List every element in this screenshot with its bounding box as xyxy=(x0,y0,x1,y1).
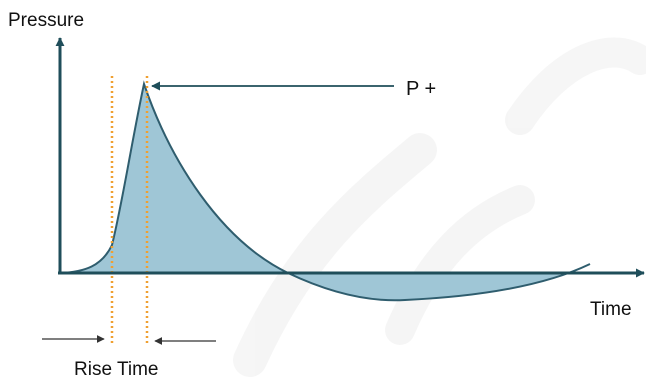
negative-phase-area xyxy=(288,273,565,301)
positive-phase-area xyxy=(60,84,288,273)
watermark xyxy=(233,37,646,377)
rise-time-label: Rise Time xyxy=(74,359,158,379)
x-axis-label: Time xyxy=(590,299,632,320)
peak-label: P + xyxy=(406,78,436,100)
y-axis-label: Pressure xyxy=(8,10,84,31)
